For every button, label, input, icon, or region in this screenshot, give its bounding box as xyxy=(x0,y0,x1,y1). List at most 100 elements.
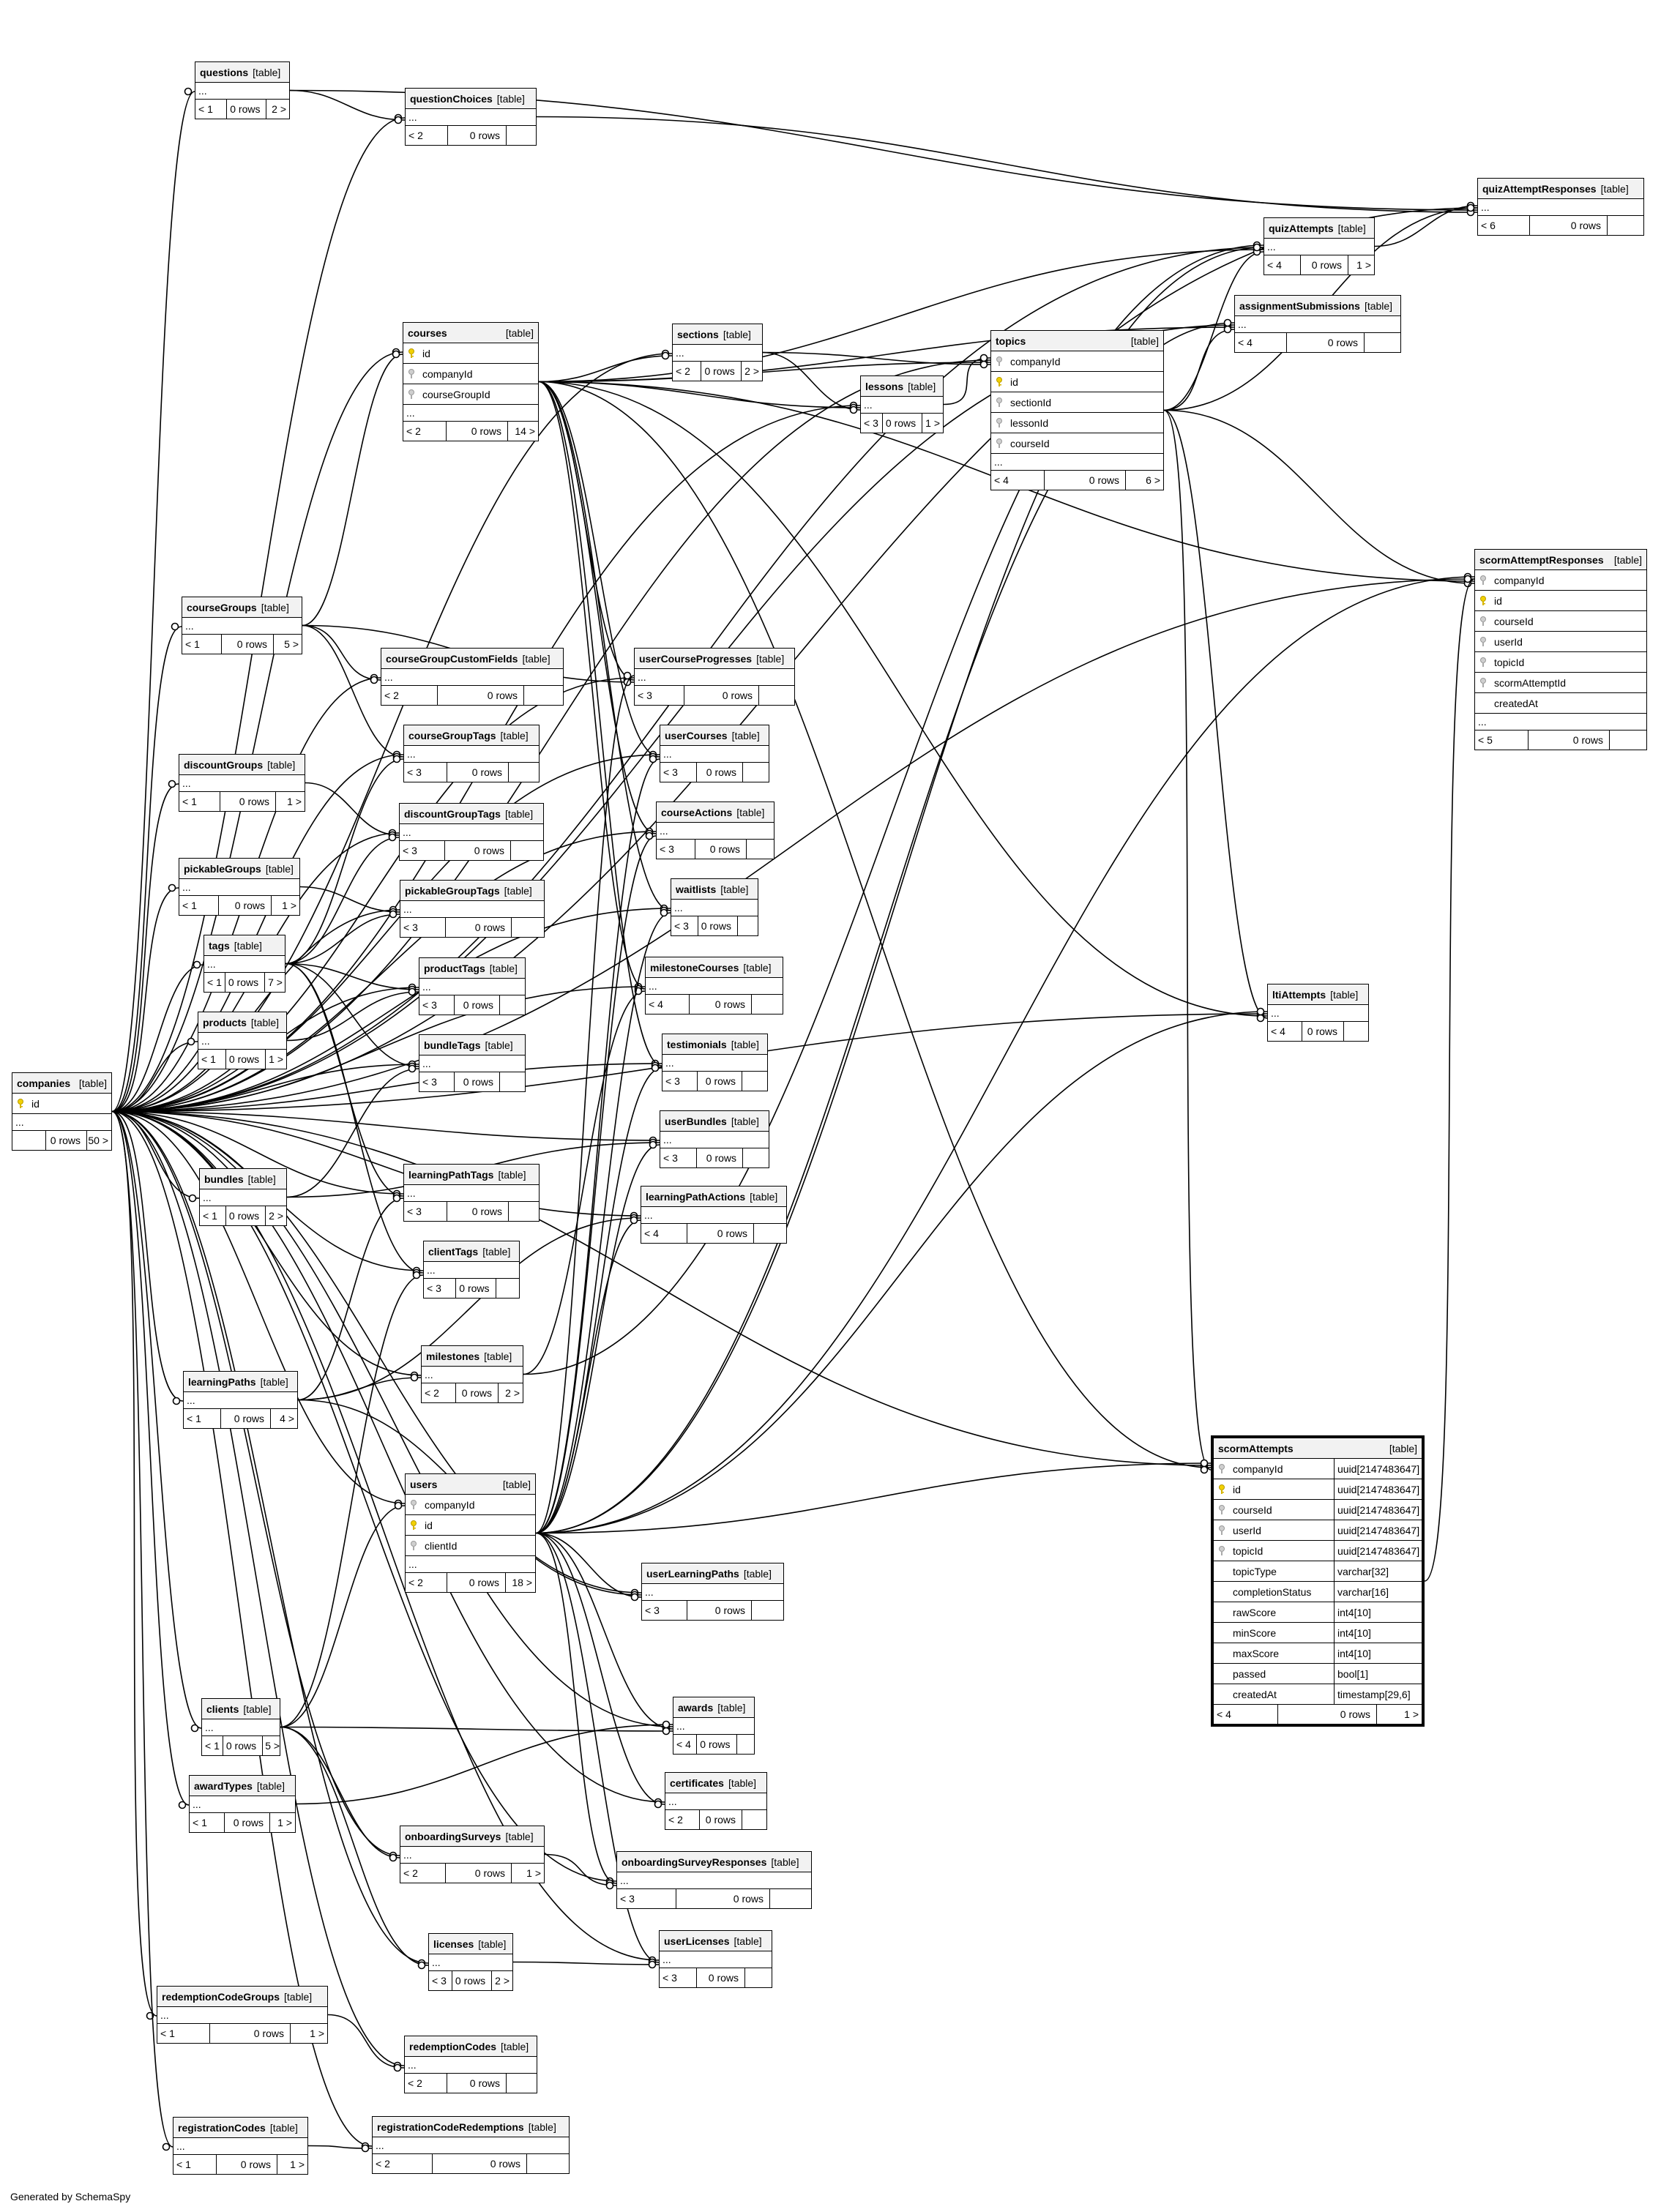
crows-foot-marker xyxy=(417,1961,426,1970)
parents-count: < 1 xyxy=(190,1813,225,1832)
foreign-key-icon xyxy=(406,1499,422,1510)
parents-count: < 1 xyxy=(179,792,220,811)
column-name: maxScore xyxy=(1233,1647,1280,1659)
parents-count: < 3 xyxy=(660,1148,697,1167)
table-name: awards xyxy=(678,1701,714,1714)
crows-foot-marker xyxy=(645,832,654,840)
parents-count: < 3 xyxy=(419,1072,455,1091)
children-count xyxy=(1608,216,1643,235)
foreign-key-icon xyxy=(403,389,419,400)
table-name: discountGroupTags xyxy=(404,807,501,820)
table-registrationCodeRedemptions[interactable]: registrationCodeRedemptions[table]...< 2… xyxy=(372,2116,570,2174)
table-header: sections[table] xyxy=(673,324,762,345)
row-count: 0 rows xyxy=(684,686,759,705)
table-kind-label: [table] xyxy=(728,1776,757,1789)
parents-count: < 1 xyxy=(200,1206,226,1225)
parents-count: < 2 xyxy=(405,2074,447,2093)
table-kind-label: [table] xyxy=(908,380,936,392)
parents-count: < 2 xyxy=(406,126,448,145)
crows-foot-marker xyxy=(193,960,201,969)
relationship-edge xyxy=(285,913,400,965)
column-row: lessonId xyxy=(991,413,1163,433)
column-name: companyId xyxy=(1233,1462,1283,1475)
row-count: 0 rows xyxy=(447,2074,507,2093)
foreign-key-icon xyxy=(1214,1525,1230,1536)
table-kind-label: [table] xyxy=(243,1703,272,1715)
table-name: lessons xyxy=(865,380,904,392)
relationship-edge xyxy=(535,1532,660,1963)
table-kind-label: [table] xyxy=(484,1350,512,1362)
children-count: 1 > xyxy=(1356,259,1371,271)
table-kind-label: [table] xyxy=(267,758,296,771)
children-count: 1 > xyxy=(282,900,296,911)
parents-count: < 1 xyxy=(173,2155,217,2174)
more-columns-ellipsis: ... xyxy=(184,1392,297,1409)
row-count: 0 rows xyxy=(226,1206,266,1225)
parents-count: < 1 xyxy=(202,1736,223,1755)
column-name: createdAt xyxy=(1233,1688,1277,1700)
column-row: id xyxy=(403,343,538,364)
column-name: id xyxy=(1233,1483,1241,1495)
row-count: 0 rows xyxy=(222,635,274,654)
relationship-edge xyxy=(111,1110,641,1217)
more-columns-ellipsis: ... xyxy=(671,900,758,916)
table-header: lessons [table] xyxy=(861,376,943,397)
